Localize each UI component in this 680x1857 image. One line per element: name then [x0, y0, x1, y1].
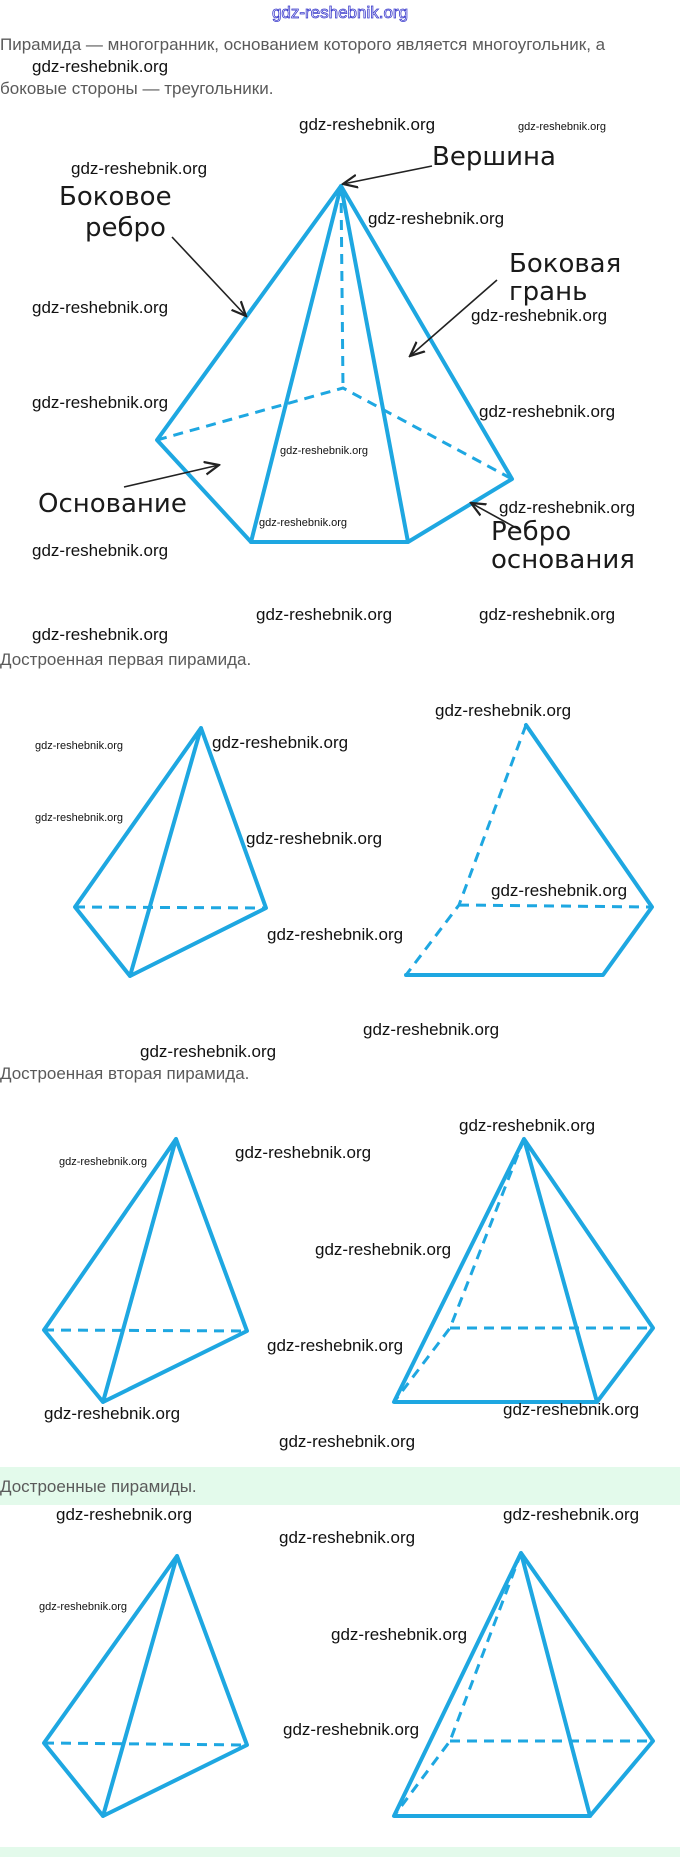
final-pyramid-quadrilateral: [392, 1551, 655, 1818]
watermark: gdz-reshebnik.org: [315, 1240, 451, 1259]
arrow-lateral-edge: [171, 236, 246, 316]
caption-both-pyramids: Достроенные пирамиды.: [0, 1477, 197, 1496]
watermark: gdz-reshebnik.org: [267, 1336, 403, 1355]
watermark: gdz-reshebnik.org: [140, 1042, 276, 1061]
watermark: gdz-reshebnik.org: [491, 881, 627, 900]
arrow-lateral-face: [410, 279, 498, 356]
watermark: gdz-reshebnik.org: [479, 605, 615, 624]
watermark: gdz-reshebnik.org: [59, 1156, 147, 1168]
watermark: gdz-reshebnik.org: [279, 1432, 415, 1451]
watermark: gdz-reshebnik.org: [235, 1143, 371, 1162]
watermark: gdz-reshebnik.org: [32, 541, 168, 560]
watermark: gdz-reshebnik.org: [246, 829, 382, 848]
highlight-band-bottom: [0, 1847, 680, 1857]
watermark: gdz-reshebnik.org: [259, 517, 347, 529]
intro-line-2: боковые стороны — треугольники.: [0, 79, 273, 98]
label-lateral-edge-2: ребро: [85, 213, 166, 243]
watermark: gdz-reshebnik.org: [499, 498, 635, 517]
watermark: gdz-reshebnik.org: [299, 115, 435, 134]
watermark: gdz-reshebnik.org: [368, 209, 504, 228]
intro-line-1: Пирамида — многогранник, основанием кото…: [0, 35, 606, 54]
label-apex: Вершина: [432, 142, 556, 172]
watermark: gdz-reshebnik.org: [71, 159, 207, 178]
watermark: gdz-reshebnik.org: [35, 812, 123, 824]
watermark: gdz-reshebnik.org: [363, 1020, 499, 1039]
first-pyramid-triangular: [73, 726, 268, 978]
second-pyramid-triangular: [42, 1137, 249, 1404]
watermark: gdz-reshebnik.org: [35, 740, 123, 752]
watermark: gdz-reshebnik.org: [39, 1601, 127, 1613]
watermark: gdz-reshebnik.org: [459, 1116, 595, 1135]
pyramid-diagram-labeled: Вершина Боковое ребро Боковая грань Осно…: [38, 142, 635, 575]
first-pyramid-incomplete: [404, 723, 654, 977]
watermark: gdz-reshebnik.org: [518, 121, 606, 133]
watermark: gdz-reshebnik.org: [32, 57, 168, 76]
watermark: gdz-reshebnik.org: [44, 1404, 180, 1423]
watermark: gdz-reshebnik.org: [256, 605, 392, 624]
caption-first-pyramid: Достроенная первая пирамида.: [0, 650, 251, 669]
arrow-apex: [343, 165, 433, 184]
watermark: gdz-reshebnik.org: [435, 701, 571, 720]
arrow-base: [123, 465, 219, 488]
watermark: gdz-reshebnik.org: [503, 1505, 639, 1524]
watermark: gdz-reshebnik.org: [331, 1625, 467, 1644]
watermark: gdz-reshebnik.org: [212, 733, 348, 752]
watermark: gdz-reshebnik.org: [279, 1528, 415, 1547]
label-base-edge-2: основания: [491, 545, 635, 575]
watermark: gdz-reshebnik.org: [56, 1505, 192, 1524]
label-base: Основание: [38, 489, 187, 519]
site-header-logo[interactable]: gdz-reshebnik.org: [272, 3, 409, 23]
label-base-edge-1: Ребро: [491, 517, 571, 547]
watermark: gdz-reshebnik.org: [280, 445, 368, 457]
highlight-band: [0, 1467, 680, 1505]
watermark: gdz-reshebnik.org: [267, 925, 403, 944]
watermark: gdz-reshebnik.org: [32, 393, 168, 412]
watermarks: gdz-reshebnik.org gdz-reshebnik.org gdz-…: [32, 57, 639, 1739]
label-lateral-face-1: Боковая: [509, 249, 621, 279]
watermark: gdz-reshebnik.org: [283, 1720, 419, 1739]
watermark: gdz-reshebnik.org: [32, 298, 168, 317]
label-lateral-face-2: грань: [509, 277, 587, 307]
second-pyramid-quadrilateral: [392, 1137, 655, 1404]
watermark: gdz-reshebnik.org: [503, 1400, 639, 1419]
final-pyramid-triangular: [42, 1554, 249, 1818]
watermark: gdz-reshebnik.org: [479, 402, 615, 421]
watermark: gdz-reshebnik.org: [32, 625, 168, 644]
label-lateral-edge-1: Боковое: [59, 182, 172, 212]
caption-second-pyramid: Достроенная вторая пирамида.: [0, 1064, 249, 1083]
watermark: gdz-reshebnik.org: [471, 306, 607, 325]
arrow-base-edge: [471, 503, 521, 531]
